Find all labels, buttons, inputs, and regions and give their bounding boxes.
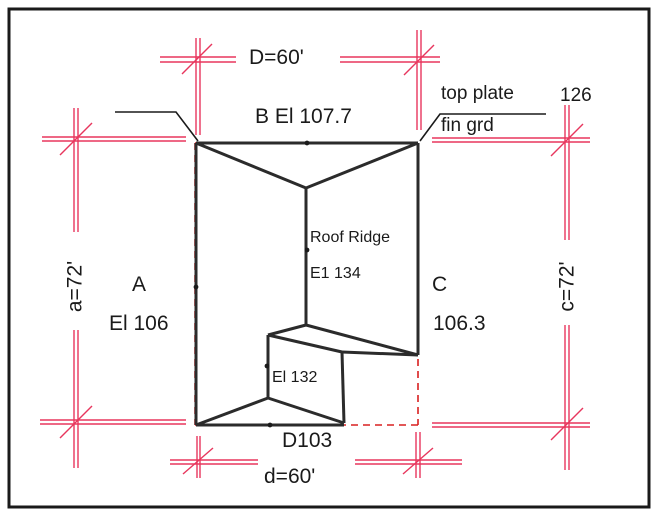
side-a-elevation: El 106 bbox=[109, 312, 169, 335]
dim-right-label: c=72' bbox=[555, 261, 579, 312]
leader-lines bbox=[115, 111, 546, 142]
side-b-label: B El 107.7 bbox=[255, 105, 352, 128]
roof-ridge-label: Roof Ridge bbox=[310, 229, 391, 246]
dimension-lines bbox=[40, 30, 590, 478]
ridge-elevation-label: E1 134 bbox=[310, 265, 361, 282]
dim-top-label: D=60' bbox=[249, 46, 304, 69]
side-c-letter: C bbox=[432, 273, 448, 296]
lower-elevation-label: El 132 bbox=[272, 369, 318, 386]
side-c-elevation: 106.3 bbox=[433, 312, 486, 335]
survey-points bbox=[193, 140, 310, 428]
dim-left-label: a=72' bbox=[63, 260, 87, 313]
legend-value: 126 bbox=[560, 85, 592, 106]
side-a-letter: A bbox=[132, 273, 147, 296]
frame-border bbox=[7, 7, 651, 509]
roof-outline bbox=[194, 141, 420, 427]
legend-top-plate: top plate bbox=[441, 83, 514, 104]
legend-fin-grade: fin grd bbox=[441, 115, 494, 136]
dim-bottom-label: d=60' bbox=[264, 465, 316, 488]
side-d-label: D103 bbox=[282, 429, 333, 452]
